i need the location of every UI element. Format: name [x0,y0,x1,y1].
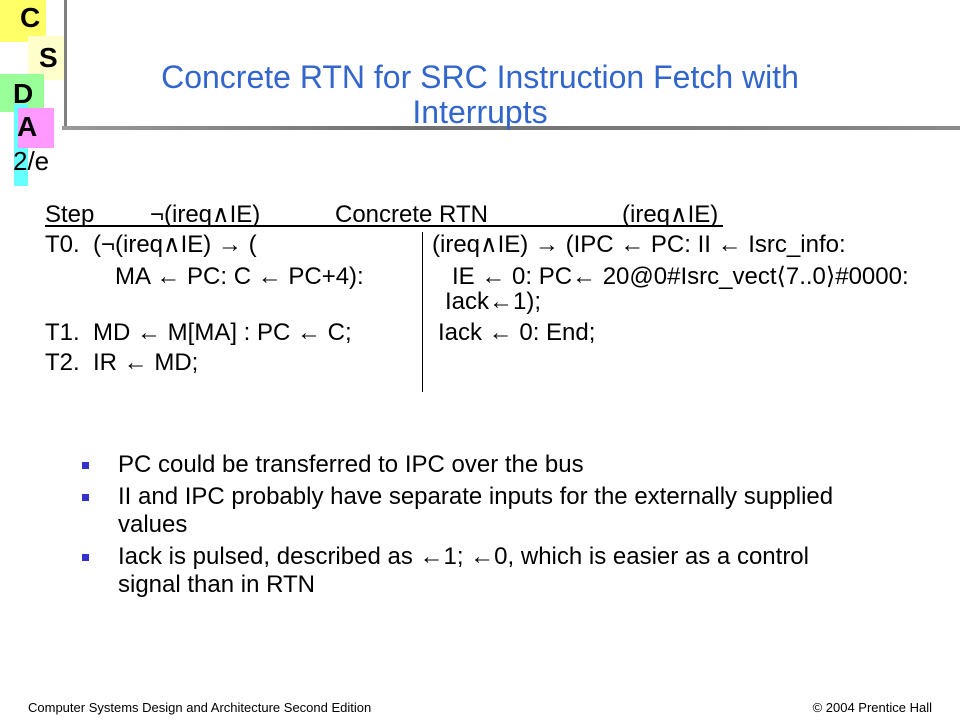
bullet-text: PC could be transferred to IPC over the … [118,451,584,478]
rtn-interrupt-line: Iack←1); [445,288,542,315]
bullet-item: II and IPC probably have separate inputs… [82,483,858,539]
header-underline [45,225,723,227]
bullet-square-icon [82,494,89,501]
title-divider-rule [62,126,960,130]
slide-title-line-1: Concrete RTN for SRC Instruction Fetch w… [161,59,799,95]
bullet-text: II and IPC probably have separate inputs… [118,483,834,538]
column-divider [422,232,423,392]
logo-letter-c: C [20,2,41,33]
footer-book-title: Computer Systems Design and Architecture… [28,700,372,715]
logo-block-c [0,0,46,42]
bullet-list: PC could be transferred to IPC over the … [82,451,858,603]
logo-letter-s: S [39,42,58,73]
bullet-text: Iack is pulsed, described as ←1; ←0, whi… [118,543,809,598]
bullet-square-icon [82,554,89,561]
logo-edition: 2/e [13,146,50,176]
logo-vertical-rule [64,0,67,130]
bullet-square-icon [82,462,89,469]
rtn-no-interrupt-line: MA ← PC: C ← PC+4): [115,263,364,290]
bullet-item: PC could be transferred to IPC over the … [82,451,858,479]
logo-letter-d: D [13,78,34,109]
rtn-no-interrupt-line: T2. IR ← MD; [45,349,199,376]
footer-copyright: © 2004 Prentice Hall [812,700,932,715]
rtn-no-interrupt-line: T1. MD ← M[MA] : PC ← C; [45,319,352,346]
header-concrete-rtn: Concrete RTN [335,201,488,228]
header-step: Step [45,201,95,228]
header-interrupt: (ireq∧IE) [622,201,719,228]
rtn-interrupt-line: Iack ← 0: End; [438,319,596,346]
rtn-no-interrupt-line: T0. (¬(ireq∧IE) → ( [45,231,257,258]
rtn-interrupt-line: (ireq∧IE) → (IPC ← PC: II ← Isrc_info: [432,231,846,258]
logo-block-s [28,36,66,80]
logo-letter-a: A [17,111,38,142]
logo-block-a [18,108,54,148]
bullet-item: Iack is pulsed, described as ←1; ←0, whi… [82,543,858,599]
slide-title-line-2: Interrupts [412,94,548,130]
rtn-interrupt-line: IE ← 0: PC← 20@0#Isrc_vect⟨7..0⟩#0000: [452,263,909,290]
header-no-interrupt: ¬(ireq∧IE) [150,201,261,228]
